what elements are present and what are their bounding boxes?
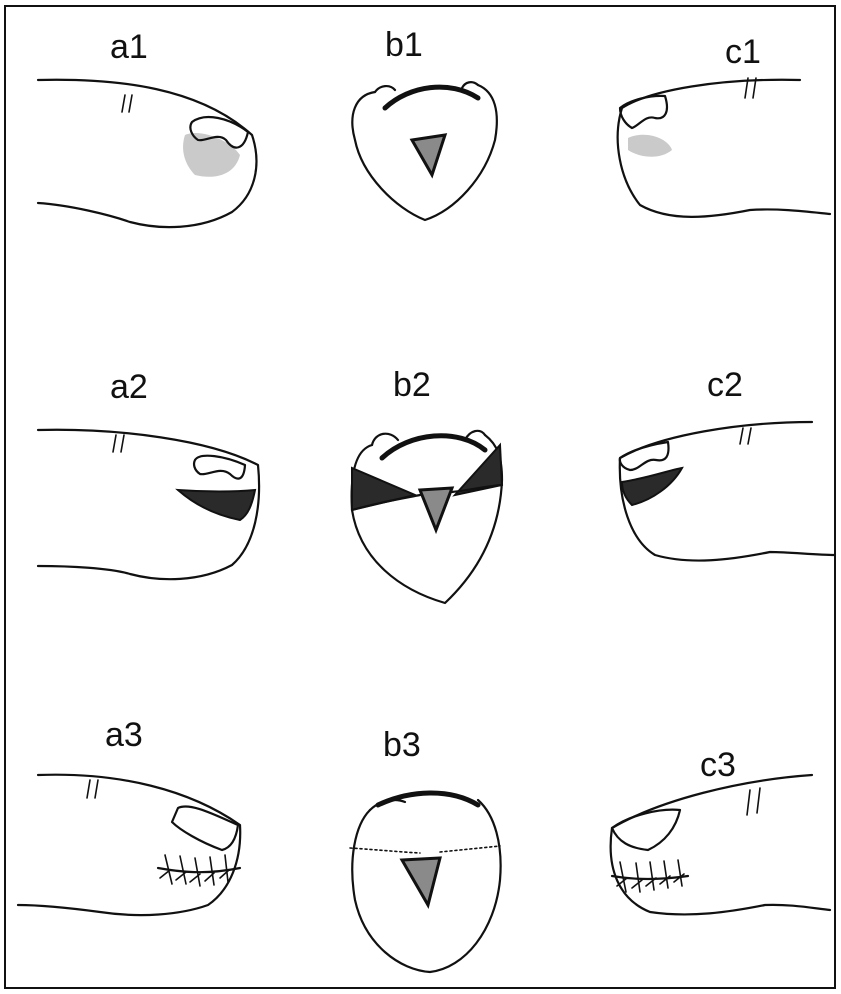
finger-c1	[618, 78, 830, 217]
finger-a2	[38, 430, 259, 579]
fingertip-b1	[352, 82, 496, 220]
finger-a1	[38, 80, 256, 227]
finger-a3	[18, 775, 240, 915]
finger-c2	[620, 422, 835, 561]
fingertip-b3	[350, 793, 501, 972]
fingertip-b2	[352, 431, 502, 603]
finger-c3	[611, 775, 830, 914]
